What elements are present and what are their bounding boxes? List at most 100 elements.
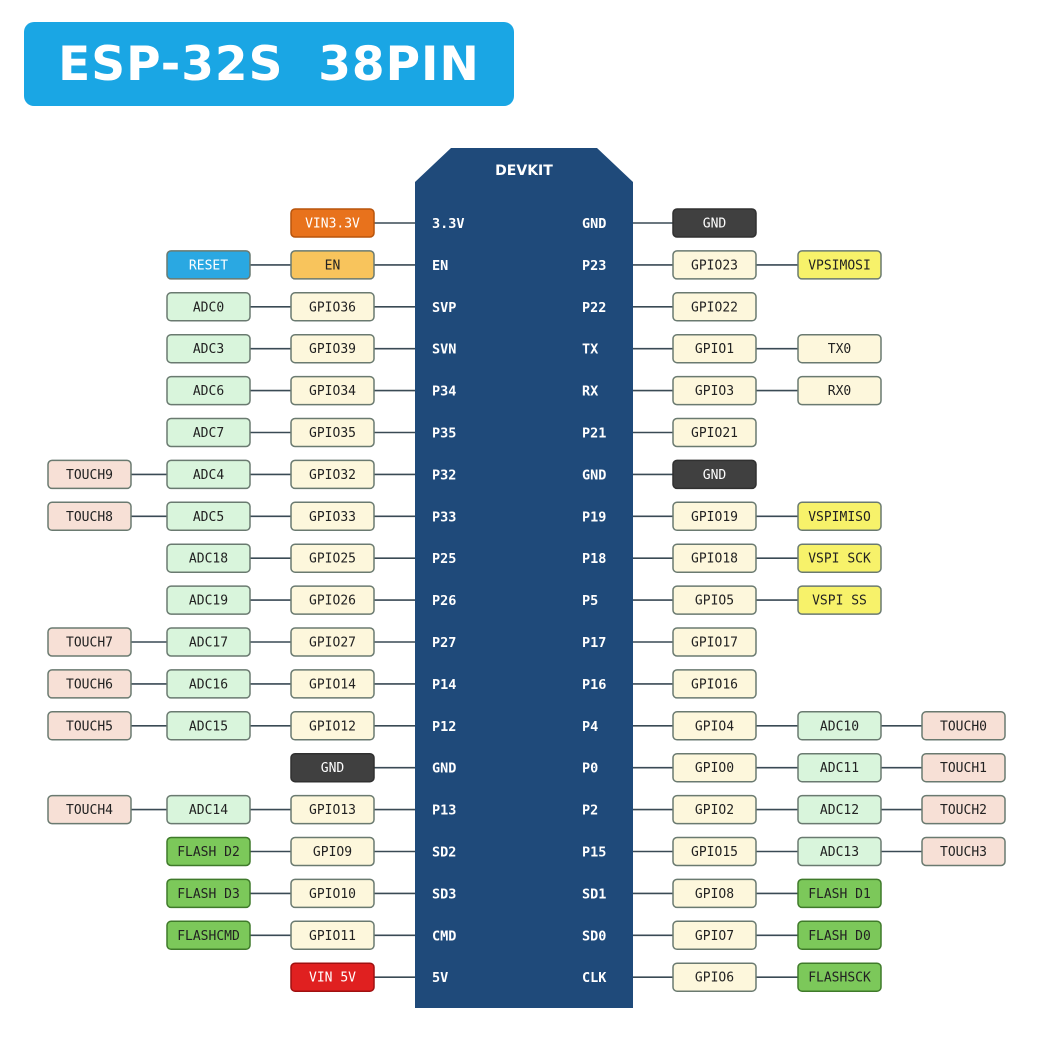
right-pin-sd0-17-chip-label: SD0: [582, 928, 606, 944]
right-pin-tx-3-f1-box-bg: [797, 333, 882, 364]
right-pin-sd1-16-f1-box: FLASH D1: [797, 878, 882, 909]
left-pin-p33-7-f2-box: TOUCH8: [47, 501, 132, 532]
left-pin-gnd-13-gpio-box: GND: [290, 752, 375, 783]
right-pin-p2-14-f1-box: ADC12: [797, 794, 882, 825]
left-pin-sd2-15-f1-box-bg: [166, 836, 251, 867]
right-pin-gnd-0-gpio-box: GND: [672, 208, 757, 238]
right-pin-rx-4-gpio-box-label: GPIO3: [695, 384, 734, 399]
right-pin-p0-13-gpio-box-label: GPIO0: [695, 761, 734, 776]
right-pin-p5-9-f1-box: VSPI SS: [797, 585, 882, 615]
right-pin-tx-3-chip-label: TX: [582, 342, 598, 358]
right-pin-rx-4-f1-box: RX0: [797, 375, 882, 406]
left-pin-p13-14-f2-box-bg: [47, 794, 132, 825]
right-pin-p18-8-gpio-box-label: GPIO18: [691, 552, 738, 567]
left-pin-en-1-gpio-box: EN: [290, 250, 375, 280]
left-pin-p12-12-gpio-box-label: GPIO12: [309, 719, 356, 734]
chip-pin-labels: 3.3VENSVPSVNP34P35P32P33P25P26P27P14P12G…: [432, 216, 607, 986]
left-pin-p26-9-gpio-box-bg: [290, 585, 375, 615]
left-pin-svn-3-f1-box-bg: [166, 333, 251, 364]
left-pin-p34-4-gpio-box-label: GPIO34: [309, 384, 356, 399]
right-pin-p15-15-gpio-box: GPIO15: [672, 836, 757, 867]
left-pin-p27-10-f1-box-bg: [166, 627, 251, 657]
left-pin-p35-5-gpio-box-bg: [290, 417, 375, 448]
right-pin-sd1-16-gpio-box-bg: [672, 878, 757, 909]
left-pin-p27-10-gpio-box-bg: [290, 627, 375, 657]
right-pin-p18-8-gpio-box-bg: [672, 543, 757, 573]
left-pin-svp-2-gpio-box-label: GPIO36: [309, 300, 356, 315]
right-pin-sd1-16-gpio-box-label: GPIO8: [695, 887, 734, 902]
left-pin-p32-6-f2-box-label: TOUCH9: [66, 468, 113, 483]
left-pin-sd3-16-f1-box-bg: [166, 878, 251, 909]
left-pin-p27-10-f2-box: TOUCH7: [47, 627, 132, 657]
left-pin-p33-7-gpio-box: GPIO33: [290, 501, 375, 532]
right-pin-p2-14-f2-box-bg: [921, 794, 1006, 825]
right-pin-p15-15-f2-box-bg: [921, 836, 1006, 867]
right-pin-p19-7-f1-box-bg: [797, 501, 882, 532]
right-pin-p4-12-gpio-box-label: GPIO4: [695, 719, 734, 734]
right-pin-sd0-17-f1-box-bg: [797, 920, 882, 951]
right-pin-gnd-6-gpio-box: GND: [672, 459, 757, 490]
left-pin-cmd-17-gpio-box: GPIO11: [290, 920, 375, 951]
right-pin-sd1-16-gpio-box: GPIO8: [672, 878, 757, 909]
left-pin-sd3-16-f1-box: FLASH D3: [166, 878, 251, 909]
right-pin-p15-15-f1-box-label: ADC13: [820, 845, 859, 860]
right-pin-sd0-17-f1-box: FLASH D0: [797, 920, 882, 951]
right-pin-p0-13-f2-box-label: TOUCH1: [940, 761, 987, 776]
right-pin-rx-4-chip-label: RX: [582, 384, 598, 400]
left-pin-svp-2-chip-label: SVP: [432, 300, 456, 316]
right-pin-p17-10-chip-label: P17: [582, 635, 606, 651]
right-pin-p23-1-gpio-box-bg: [672, 250, 757, 280]
left-pin-en-1-f1-box-bg: [166, 250, 251, 280]
right-pin-p22-2-chip-label: P22: [582, 300, 606, 316]
wire-layer: [131, 222, 922, 979]
left-pin-p12-12-gpio-box: GPIO12: [290, 711, 375, 741]
left-pin-sd3-16-gpio-box-bg: [290, 878, 375, 909]
left-pin-cmd-17-gpio-box-label: GPIO11: [309, 929, 356, 944]
right-pin-p4-12-f2-box-label: TOUCH0: [940, 719, 987, 734]
right-pin-p2-14-f1-box-label: ADC12: [820, 803, 859, 818]
left-pin-p12-12-f1-box: ADC15: [166, 711, 251, 741]
right-pin-p19-7-chip-label: P19: [582, 509, 606, 525]
left-pin-p12-12-gpio-box-bg: [290, 711, 375, 741]
left-pin-p13-14-chip-label: P13: [432, 803, 456, 819]
left-pin-cmd-17-gpio-box-bg: [290, 920, 375, 951]
left-pin-p26-9-chip-label: P26: [432, 593, 456, 609]
right-pin-p5-9-gpio-box-bg: [672, 585, 757, 615]
right-pin-p0-13-gpio-box-bg: [672, 752, 757, 783]
left-pin-p12-12-f2-box-label: TOUCH5: [66, 719, 113, 734]
left-pin-p13-14-gpio-box-label: GPIO13: [309, 803, 356, 818]
left-pin-svn-3-gpio-box-label: GPIO39: [309, 342, 356, 357]
left-pin-p12-12-f1-box-bg: [166, 711, 251, 741]
left-pin-svp-2-f1-box-bg: [166, 292, 251, 322]
left-pin-svn-3-gpio-box-bg: [290, 333, 375, 364]
right-pin-rx-4-f1-box-bg: [797, 375, 882, 406]
left-pin-sd2-15-gpio-box-bg: [290, 836, 375, 867]
right-pin-p0-13-f1-box-label: ADC11: [820, 761, 859, 776]
right-pin-p5-9-f1-box-bg: [797, 585, 882, 615]
right-pin-sd0-17-f1-box-label: FLASH D0: [808, 929, 871, 944]
left-pin-p32-6-gpio-box-label: GPIO32: [309, 468, 356, 483]
left-pin-en-1-gpio-box-label: EN: [325, 258, 341, 273]
right-pin-p21-5-gpio-box-label: GPIO21: [691, 426, 738, 441]
right-pin-gnd-0-gpio-box-label: GND: [703, 217, 727, 232]
left-pin-p33-7-f1-box: ADC5: [166, 501, 251, 532]
right-pin-p0-13-f2-box-bg: [921, 752, 1006, 783]
right-pin-p2-14-gpio-box: GPIO2: [672, 794, 757, 825]
left-pin-p13-14-f1-box-bg: [166, 794, 251, 825]
right-pin-p18-8-f1-box: VSPI SCK: [797, 543, 882, 573]
right-pin-p4-12-f1-box: ADC10: [797, 711, 882, 741]
right-pin-tx-3-gpio-box-label: GPIO1: [695, 342, 734, 357]
left-pin-p14-11-f1-box-bg: [166, 669, 251, 699]
left-pin-p27-10-f1-box-label: ADC17: [189, 636, 228, 651]
left-pin-sd2-15-gpio-box-label: GPIO9: [313, 845, 352, 860]
left-pin-p25-8-f1-box: ADC18: [166, 543, 251, 573]
left-pin-p32-6-f2-box-bg: [47, 459, 132, 490]
left-pin-en-1-gpio-box-bg: [290, 250, 375, 280]
left-pin-p26-9-f1-box-bg: [166, 585, 251, 615]
left-pin-3-3v-0-chip-label: 3.3V: [432, 216, 465, 232]
right-pin-gnd-6-gpio-box-bg: [672, 459, 757, 490]
left-pin-3-3v-0-gpio-box: VIN3.3V: [290, 208, 375, 238]
left-pin-p13-14-f1-box: ADC14: [166, 794, 251, 825]
left-pin-sd2-15-chip-label: SD2: [432, 845, 456, 861]
left-pin-p14-11-f2-box-bg: [47, 669, 132, 699]
